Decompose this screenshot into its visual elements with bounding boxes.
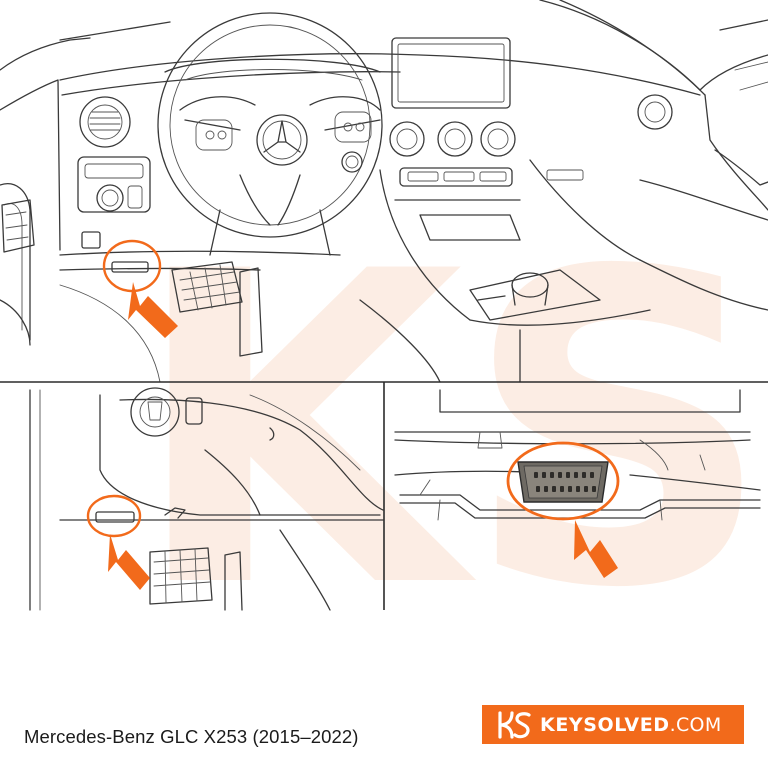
- arrow-icon-top: [128, 282, 178, 338]
- panel-footwell-closeup: [29, 387, 384, 611]
- brand-tld: .COM: [669, 713, 722, 736]
- panel-obd-connector-detail: [394, 389, 761, 578]
- brand-logo-icon: [498, 710, 531, 739]
- obd-highlight-circle-closeup: [86, 494, 142, 538]
- panel-interior-overview: [0, 0, 768, 383]
- arrow-icon-detail: [574, 520, 618, 578]
- obd-highlight-circle-detail: [506, 441, 620, 521]
- vehicle-caption: Mercedes-Benz GLC X253 (2015–2022): [24, 726, 359, 747]
- brand-badge: KEYSOLVED.COM: [482, 705, 744, 744]
- arrow-icon-closeup: [108, 534, 150, 590]
- connector-pins: [534, 472, 596, 492]
- brand-name: KEYSOLVED: [540, 713, 670, 736]
